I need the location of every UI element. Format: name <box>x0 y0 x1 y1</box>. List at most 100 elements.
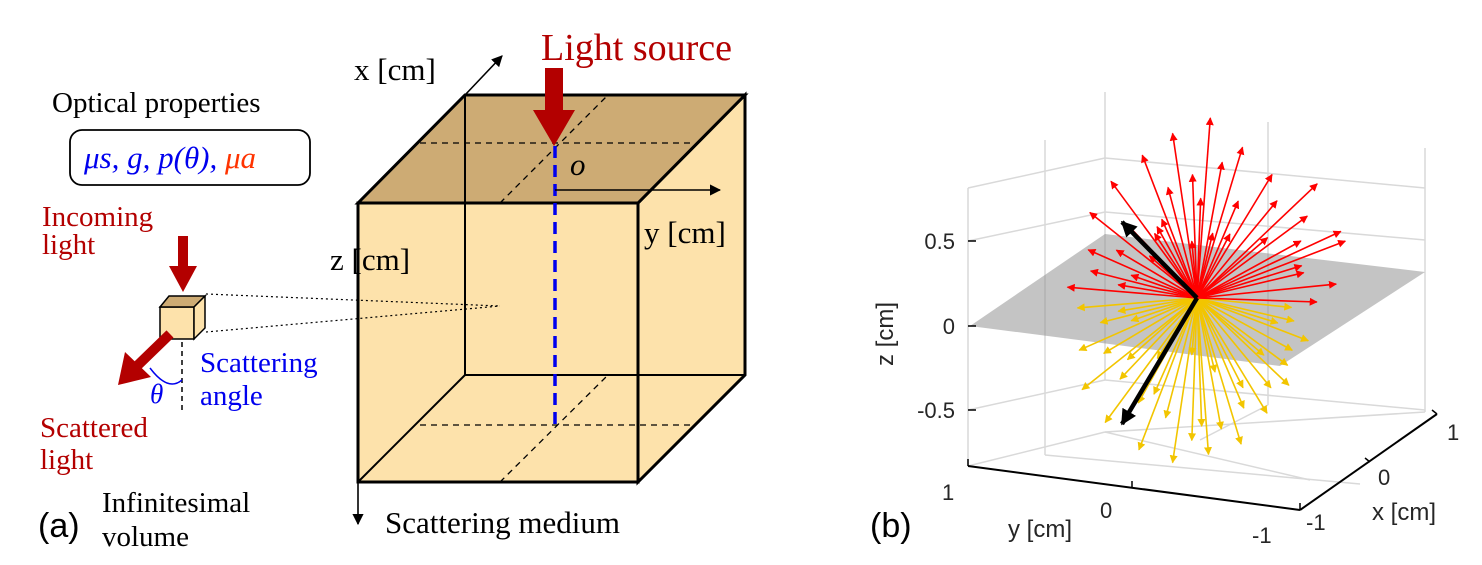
forward-scatter-arrow <box>1087 249 1198 299</box>
zoom-lines <box>205 293 501 333</box>
scattering-angle-arc <box>149 367 183 385</box>
forward-scatter-arrow <box>1165 186 1198 299</box>
backscatter-arrow <box>1104 297 1198 424</box>
backscatter-arrow <box>1196 297 1293 311</box>
forward-scatter-arrow <box>1141 154 1198 299</box>
forward-scatter-arrow <box>1188 240 1198 299</box>
backscatter-arrow <box>1196 297 1206 427</box>
x-axis-label: x [cm] <box>354 52 436 87</box>
y-axis-label: y [cm] <box>644 215 726 250</box>
z-tick-0: 0.5 <box>924 229 955 254</box>
forward-scatter-arrow <box>1196 236 1269 299</box>
forward-scatter-arrow <box>1196 146 1245 299</box>
forward-scatter-arrow <box>1117 282 1198 299</box>
forward-scatter-arrow <box>1188 173 1198 299</box>
forward-scatter-arrow <box>1169 132 1198 299</box>
forward-scatter-arrow <box>1196 197 1205 299</box>
forward-scatter-arrow <box>1196 239 1347 299</box>
forward-scatter-arrow <box>1196 200 1240 299</box>
backscatter-arrow <box>1196 297 1244 389</box>
backscatter-arrow <box>1103 297 1198 355</box>
forward-scatter-arrow <box>1196 230 1342 299</box>
backscatter-arrow <box>1126 297 1198 361</box>
x-tick-0: 1 <box>1447 420 1459 445</box>
infinitesimal-line2: volume <box>102 521 189 553</box>
backscatter-arrow <box>1188 297 1198 356</box>
backscatter-arrow <box>1196 297 1279 325</box>
optical-params-blue: μs, g, p(θ), <box>83 140 225 175</box>
panel-a: Light source x [cm] y [cm] z [cm] o Opti… <box>38 27 749 553</box>
forward-scatter-arrow <box>1196 173 1273 299</box>
panel-b: 0.5 0 -0.5 1 0 -1 1 0 -1 z [cm] x [cm] y… <box>870 92 1459 548</box>
forward-scatter-arrow <box>1196 297 1318 306</box>
forward-scatter-arrow <box>1196 280 1337 299</box>
forward-scatter-arrow <box>1110 180 1198 299</box>
panel-b-label: (b) <box>870 507 912 545</box>
scattering-angle-line2: angle <box>200 380 263 412</box>
backscatter-arrow <box>1196 297 1290 386</box>
cube-top-face <box>354 93 749 205</box>
backscatter-arrow <box>1196 297 1224 430</box>
y-tick-1: 0 <box>1100 498 1112 523</box>
infinitesimal-cube <box>158 294 207 341</box>
forward-scatter-arrow <box>1196 240 1302 299</box>
backscatter-arrow <box>1196 297 1218 373</box>
theta-label: θ <box>150 379 163 409</box>
backscatter-arrow <box>1196 297 1243 445</box>
forward-scatter-arrow <box>1196 270 1305 299</box>
z-axis-title: z [cm] <box>872 302 899 366</box>
z-axis-ticks <box>968 240 976 411</box>
x-axis-title: x [cm] <box>1372 499 1436 526</box>
infinitesimal-line1: Infinitesimal <box>102 487 250 519</box>
backscatter-arrow <box>1076 297 1198 312</box>
origin-label: o <box>570 147 586 182</box>
forward-scatter-arrow <box>1066 283 1198 299</box>
backscatter-arrow <box>1169 297 1198 464</box>
forward-scatter-arrow <box>1153 232 1198 299</box>
forward-scatter-arrow <box>1196 264 1303 299</box>
forward-scatter-arrow <box>1196 117 1214 299</box>
scattered-label-line2: light <box>40 444 93 476</box>
forward-scatter-arrow <box>1196 200 1278 299</box>
y-tick-0: 1 <box>942 480 954 505</box>
cube-dashed-guides <box>420 94 695 483</box>
optical-params: μs, g, p(θ), μa <box>83 140 256 175</box>
backscatter-arrow <box>1196 297 1310 342</box>
optical-param-red: μa <box>224 140 256 175</box>
backscatter-arrow <box>1099 297 1198 325</box>
backscatter-arrow <box>1163 297 1198 419</box>
forward-scatter-arrows <box>1066 117 1347 306</box>
backscatter-arrow <box>1137 297 1198 451</box>
forward-scatter-arrow <box>1196 161 1225 299</box>
z-tick-1: 0 <box>943 314 955 339</box>
forward-scatter-arrow <box>1156 226 1198 299</box>
z-axis-label: z [cm] <box>330 242 410 277</box>
backscatter-arrow <box>1081 297 1198 391</box>
light-source-label: Light source <box>541 27 732 69</box>
y-tick-2: -1 <box>1252 523 1272 548</box>
scattered-label-line1: Scattered <box>40 412 148 444</box>
backscatter-arrow <box>1196 297 1294 352</box>
backscatter-arrow <box>1196 297 1245 409</box>
panel-a-label: (a) <box>38 507 80 545</box>
y-axis-title: y [cm] <box>1008 516 1072 543</box>
incoming-label-line2: light <box>42 229 95 261</box>
forward-scatter-arrow <box>1130 273 1198 299</box>
x-tick-2: -1 <box>1306 510 1326 535</box>
backscatter-arrow <box>1078 297 1198 351</box>
forward-scatter-arrow <box>1161 218 1198 299</box>
optical-properties-title: Optical properties <box>52 87 261 119</box>
forward-scatter-arrow <box>1115 249 1198 299</box>
forward-scatter-arrow <box>1196 183 1318 299</box>
backscatter-arrow <box>1196 297 1268 414</box>
backscatter-arrow <box>1196 297 1212 456</box>
backscatter-arrow <box>1196 297 1265 356</box>
backscatter-arrow <box>1196 297 1289 366</box>
x-tick-1: 0 <box>1378 465 1390 490</box>
light-source-arrow <box>533 68 575 146</box>
incident-direction-arrow-up <box>1120 220 1199 300</box>
forward-scatter-arrow <box>1089 211 1198 299</box>
scattering-medium-label: Scattering medium <box>385 505 620 540</box>
z-tick-2: -0.5 <box>917 398 955 423</box>
